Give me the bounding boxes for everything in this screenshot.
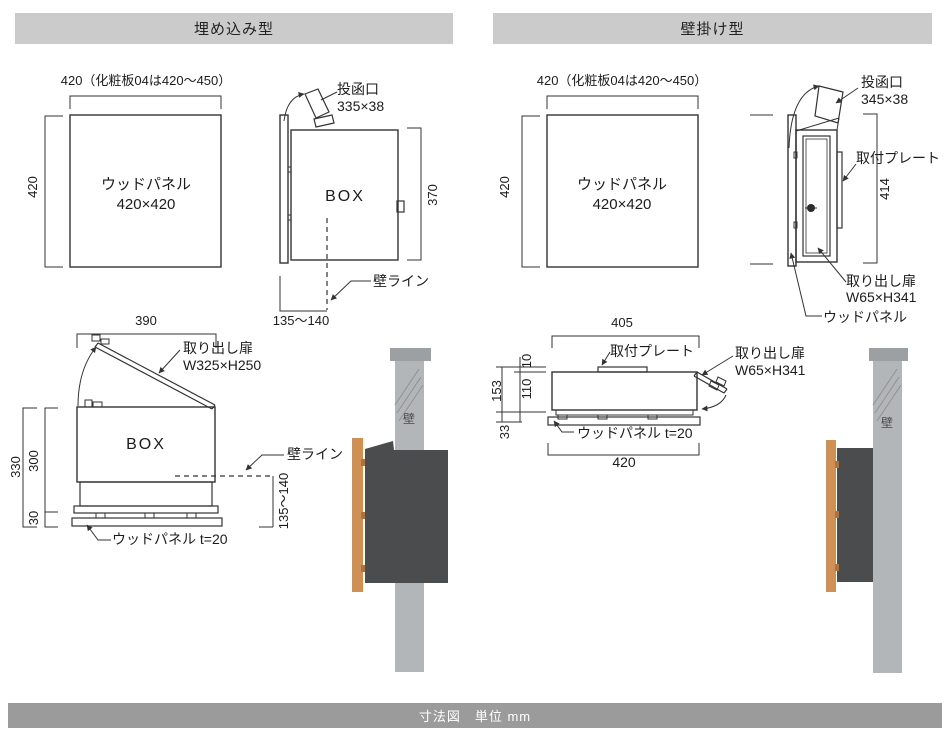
dim-label-total: 153 — [488, 380, 504, 402]
slot-label: 投函口 — [337, 81, 379, 97]
wood-panel-edge — [71, 517, 223, 527]
wood-panel-front — [826, 440, 836, 592]
wallmount-side-view — [750, 84, 878, 317]
wallmount-front-view — [521, 95, 699, 268]
slot-size-label: 345×38 — [861, 91, 909, 107]
slot-flap-open — [814, 85, 844, 124]
section-header-wallmount: 壁掛け型 — [493, 13, 932, 44]
wall-pillar — [873, 361, 902, 673]
wood-panel-front — [352, 438, 363, 592]
section-title-embedded: 埋め込み型 — [193, 21, 274, 38]
slot-label: 投函口 — [861, 74, 903, 90]
panel-name-label: ウッドパネル — [100, 176, 191, 193]
wall-character: 壁 — [402, 412, 415, 426]
box-label: BOX — [126, 436, 166, 453]
slot-flap-open — [304, 88, 330, 119]
door-label: 取り出し扉 — [183, 340, 253, 356]
dim-label-width: 390 — [135, 313, 157, 328]
door-size-label: W325×H250 — [183, 357, 262, 373]
panel-note-label: ウッドパネル t=20 — [577, 425, 693, 441]
takeout-door-open — [693, 371, 728, 394]
embedded-open-view — [22, 333, 284, 541]
mailbox-body — [837, 448, 873, 582]
footer-text: 寸法図 単位 mm — [418, 709, 532, 724]
plate-label: 取付プレート — [610, 343, 694, 359]
dim-label-width-note: 420（化粧板04は420～450） — [536, 73, 708, 88]
dim-label-panel-width: 420 — [612, 454, 636, 470]
mounting-plate — [836, 151, 843, 229]
wallmount-top-view — [496, 335, 734, 456]
wall-cap — [390, 348, 431, 361]
wallmount-installation-illustration — [826, 348, 908, 673]
door-open-lid — [94, 342, 216, 410]
panel-note-label: ウッドパネル t=20 — [112, 531, 228, 547]
dim-label-base-height: 30 — [25, 510, 41, 526]
footer-bar: 寸法図 単位 mm — [8, 703, 942, 728]
embedded-side-view — [279, 88, 422, 312]
slot-size-label: 335×38 — [337, 98, 385, 114]
panel-name-label: ウッドパネル — [576, 176, 667, 193]
dim-label-box-height: 300 — [25, 450, 41, 472]
mounting-plate — [597, 366, 648, 373]
box-label: BOX — [325, 188, 365, 205]
dim-label-base: 33 — [496, 424, 512, 440]
dim-label-wall-depth: 135～140 — [272, 313, 330, 328]
wall-character: 壁 — [880, 416, 893, 430]
panel-name-label: ウッドパネル — [823, 309, 907, 325]
dim-label-width-note: 420（化粧板04は420～450） — [60, 73, 232, 88]
panel-size-label: 420×420 — [116, 196, 176, 213]
wall-line-label: 壁ライン — [373, 273, 429, 289]
section-header-embedded: 埋め込み型 — [15, 13, 453, 44]
dim-label-total-height: 330 — [7, 456, 23, 478]
dim-label-width: 405 — [611, 315, 633, 330]
takeout-door — [802, 135, 831, 257]
dim-label-body: 110 — [518, 378, 534, 400]
wall-cap — [869, 348, 908, 361]
door-label: 取り出し扉 — [735, 345, 805, 361]
embedded-front-view — [44, 95, 222, 268]
dim-label-box-height: 370 — [424, 184, 440, 206]
door-size-label: W65×H341 — [735, 362, 806, 378]
section-title-wallmount: 壁掛け型 — [680, 21, 745, 38]
dim-label-wall-depth: 135～140 — [275, 472, 291, 530]
door-size-label: W65×H341 — [846, 289, 917, 305]
embedded-installation-illustration — [352, 348, 448, 672]
dim-label-height: 420 — [496, 176, 512, 198]
door-label: 取り出し扉 — [846, 273, 916, 289]
panel-size-label: 420×420 — [592, 196, 652, 213]
wall-line-label: 壁ライン — [287, 446, 343, 462]
plate-label: 取付プレート — [856, 150, 940, 166]
dim-label-height: 414 — [876, 178, 892, 200]
dim-label-height: 420 — [24, 176, 40, 198]
wood-panel-edge — [547, 416, 701, 426]
mailbox-body — [365, 441, 448, 583]
